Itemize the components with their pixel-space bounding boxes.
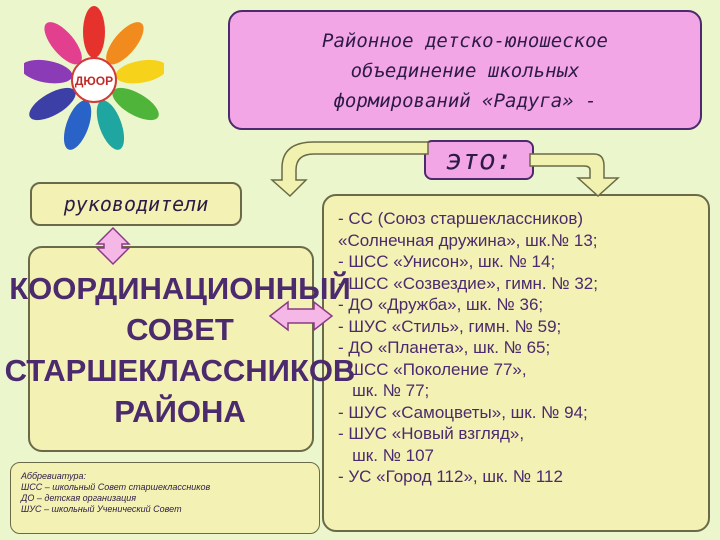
council-line: СОВЕТ xyxy=(126,312,234,347)
hand-blue-icon xyxy=(63,100,92,150)
title-line: объединение школьных xyxy=(350,60,580,82)
hand-green-icon xyxy=(112,87,159,121)
arrow-to-list-icon xyxy=(529,153,620,198)
abbr-line: ШСС – школьный Совет старшеклассников xyxy=(21,482,211,492)
list-item: - УС «Город 112», шк. № 112 xyxy=(338,467,563,486)
raduga-logo: ДЮОР xyxy=(24,6,164,150)
council-line: КООРДИНАЦИОННЫЙ xyxy=(9,271,351,306)
abbr-line: ШУС – школьный Ученический Совет xyxy=(21,504,182,514)
council-box xyxy=(28,246,314,452)
abbreviations-box: Аббревиатура: ШСС – школьный Совет старш… xyxy=(10,462,320,534)
arrow-to-leaders-icon xyxy=(270,141,429,198)
eto-box: это: xyxy=(424,140,534,180)
list-item: шк. № 77; xyxy=(338,381,430,400)
hand-pink-icon xyxy=(44,22,82,65)
list-item: - ШСС «Созвездие», гимн. № 32; xyxy=(338,273,598,293)
council-line: РАЙОНА xyxy=(114,394,246,429)
vertical-double-arrow-icon xyxy=(95,226,131,266)
hand-teal-icon xyxy=(96,100,125,150)
hand-red-icon xyxy=(83,6,105,58)
list-item: - СС (Союз старшеклассников) xyxy=(338,209,584,228)
hand-orange-icon xyxy=(106,22,144,65)
list-item: шк. № 107 xyxy=(338,445,435,465)
list-item: «Солнечная дружина», шк.№ 13; xyxy=(338,230,598,250)
list-item: - ДО «Планета», шк. № 65; xyxy=(338,338,551,357)
list-item: - ШСС «Унисон», шк. № 14; xyxy=(338,252,556,271)
list-item: - ШУС «Самоцветы», шк. № 94; xyxy=(338,402,588,422)
council-line: СТАРШЕКЛАССНИКОВ xyxy=(4,353,356,388)
title-line: формирований «Радуга» - xyxy=(333,90,597,112)
title-box: Районное детско-юношеское объединение шк… xyxy=(228,10,702,130)
horizontal-double-arrow-icon xyxy=(268,300,334,332)
title-line: Районное детско-юношеское xyxy=(322,30,608,52)
logo-text: ДЮОР xyxy=(75,74,113,88)
eto-label: это: xyxy=(445,143,513,176)
council-title: КООРДИНАЦИОННЫЙ СОВЕТ СТАРШЕКЛАССНИКОВ Р… xyxy=(0,268,360,432)
organizations-list-box: - СС (Союз старшеклассников) «Солнечная … xyxy=(322,194,710,532)
list-item: - ШСС «Поколение 77», xyxy=(338,359,527,379)
list-item: - ШУС «Стиль», гимн. № 59; xyxy=(338,316,562,336)
hand-violet-icon xyxy=(24,59,73,84)
list-item: - ШУС «Новый взгляд», xyxy=(338,424,525,443)
hand-indigo-icon xyxy=(29,87,76,121)
leaders-label: руководители xyxy=(63,192,209,216)
abbr-line: Аббревиатура: xyxy=(21,471,87,481)
list-item: - ДО «Дружба», шк. № 36; xyxy=(338,295,544,314)
leaders-box: руководители xyxy=(30,182,242,226)
hand-yellow-icon xyxy=(115,59,164,84)
abbr-line: ДО – детская организация xyxy=(21,493,137,503)
